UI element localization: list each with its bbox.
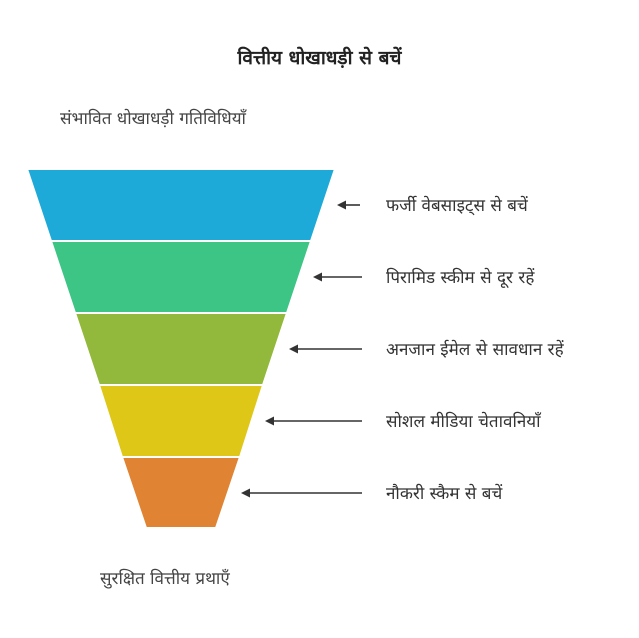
layer-label-4: सोशल मीडिया चेतावनियाँ xyxy=(386,412,541,432)
diagram-title: वित्तीय धोखाधड़ी से बचें xyxy=(237,47,402,69)
layer-label-3: अनजान ईमेल से सावधान रहें xyxy=(386,340,564,360)
funnel-layer-2 xyxy=(49,240,313,314)
arrowhead-2 xyxy=(313,272,322,282)
funnel-layer-5 xyxy=(120,456,242,529)
arrowhead-1 xyxy=(337,200,346,210)
arrowhead-4 xyxy=(265,416,274,426)
layer-label-2: पिरामिड स्कीम से दूर रहें xyxy=(386,268,535,288)
layer-label-1: फर्जी वेबसाइट्स से बचें xyxy=(386,196,528,216)
funnel-layer-4 xyxy=(97,384,265,458)
arrowhead-5 xyxy=(241,488,250,498)
funnel-bottom-label: सुरक्षित वित्तीय प्रथाएँ xyxy=(100,569,230,589)
funnel-layer-3 xyxy=(73,312,289,386)
layer-label-5: नौकरी स्कैम से बचें xyxy=(386,484,503,504)
funnel-top-label: संभावित धोखाधड़ी गतिविधियाँ xyxy=(60,109,246,129)
arrowhead-3 xyxy=(289,344,298,354)
funnel-layer-1 xyxy=(25,168,337,242)
